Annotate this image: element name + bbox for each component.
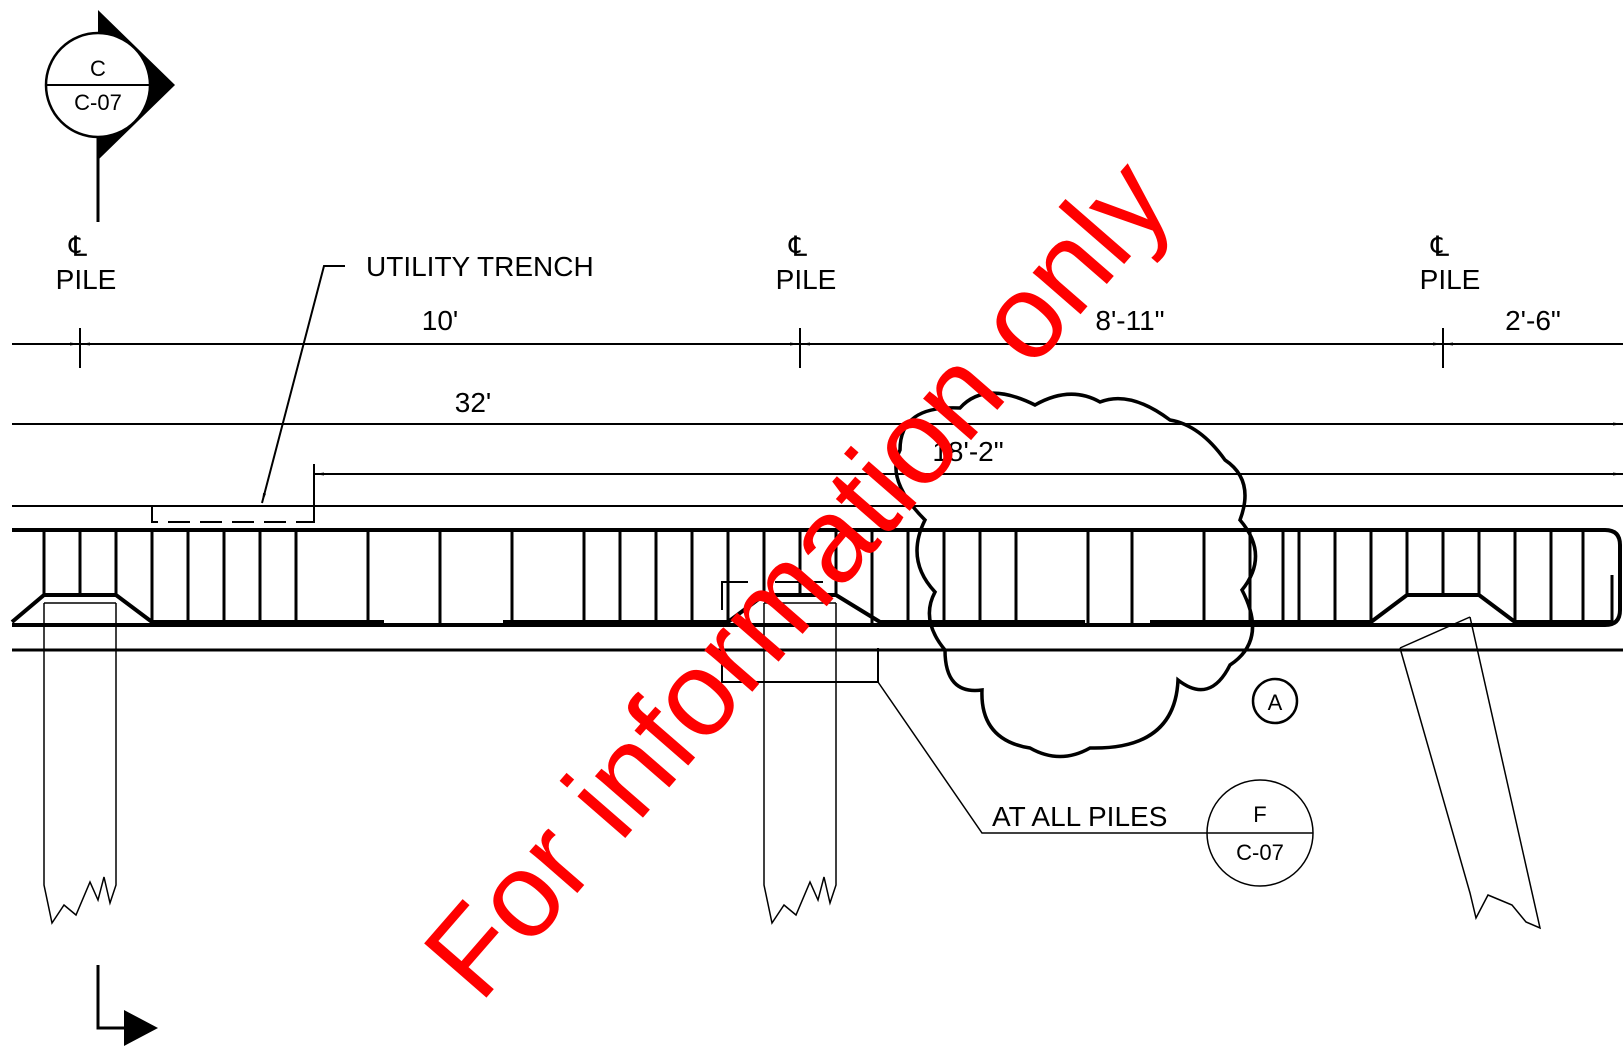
revision-cloud: A: [894, 391, 1299, 759]
pile-label-text: PILE: [776, 264, 837, 295]
slab-section: [10, 505, 1623, 683]
dimension-2ft6in: 2'-6": [1505, 305, 1561, 336]
dimension-row-total: 32': [12, 387, 1623, 426]
pile-label-1: ℄ PILE: [56, 231, 117, 295]
pile-1: [43, 602, 117, 925]
detail-sheet: C-07: [1236, 840, 1284, 865]
detail-letter: F: [1253, 802, 1266, 827]
section-marker: C C-07: [44, 10, 175, 222]
centerline-symbol: ℄: [788, 231, 807, 262]
detail-callout: AT ALL PILES F C-07: [877, 681, 1314, 887]
dimension-row-piles: 10' 8'-11" 2'-6": [12, 305, 1623, 368]
dimension-row-trench: 18'-2": [313, 436, 1623, 522]
dimension-8ft11in: 8'-11": [1095, 305, 1164, 336]
dimension-32ft: 32': [455, 387, 492, 418]
section-sheet: C-07: [74, 90, 122, 115]
pile-label-3: ℄ PILE: [1420, 231, 1481, 295]
section-cut-marker: [96, 965, 158, 1046]
utility-trench-label: UTILITY TRENCH: [366, 251, 594, 282]
revision-tag: [1251, 677, 1299, 725]
arrow-right-icon: [124, 1010, 158, 1046]
detail-note: AT ALL PILES: [992, 801, 1167, 832]
pile-label-text: PILE: [56, 264, 117, 295]
dimension-10ft: 10': [422, 305, 459, 336]
pile-label-2: ℄ PILE: [776, 231, 837, 295]
dimension-18ft2in: 18'-2": [932, 436, 1003, 467]
centerline-symbol: ℄: [68, 231, 87, 262]
pile-3-battered: [1399, 616, 1542, 930]
centerline-symbol: ℄: [1430, 231, 1449, 262]
pile-2: [763, 602, 837, 925]
section-letter: C: [90, 56, 106, 81]
revision-tag-letter: A: [1268, 690, 1283, 715]
pile-label-text: PILE: [1420, 264, 1481, 295]
utility-trench-callout: UTILITY TRENCH: [261, 251, 594, 504]
